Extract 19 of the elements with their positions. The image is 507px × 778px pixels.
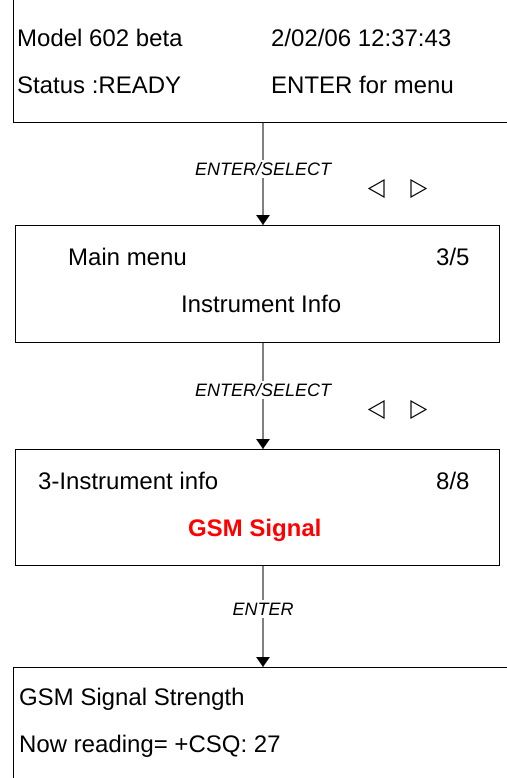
screen-text: Instrument Info — [181, 293, 342, 317]
screen-text: Model 602 beta — [17, 27, 182, 51]
screen-text: 3-Instrument info — [38, 470, 218, 494]
screen-text: GSM Signal Strength — [19, 686, 244, 710]
screen-text: Now reading= +CSQ: 27 — [19, 733, 280, 757]
screen-text: 2/02/06 12:37:43 — [271, 27, 452, 51]
edge-label: ENTER/SELECT — [194, 160, 332, 178]
edge-label: ENTER — [232, 600, 294, 618]
screen-box — [15, 225, 500, 343]
screen-box — [13, 667, 507, 778]
screen-text: Main menu — [68, 246, 187, 270]
screen-text: 8/8 — [436, 470, 470, 494]
edge-label: ENTER/SELECT — [194, 381, 332, 399]
screen-text: Status :READY — [17, 74, 182, 98]
screen-box — [13, 0, 507, 123]
screen-text: ENTER for menu — [271, 74, 454, 98]
highlighted-menu-item: GSM Signal — [188, 517, 322, 541]
screen-text: 3/5 — [436, 246, 470, 270]
screen-box — [15, 449, 500, 566]
